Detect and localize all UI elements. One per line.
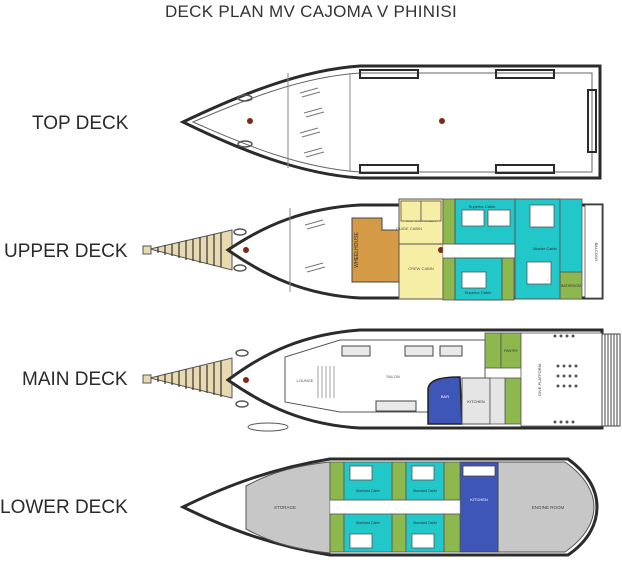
- pantry-label: PANTRY: [504, 349, 519, 353]
- crew-cabin: [398, 243, 444, 300]
- life-ring-icon: [235, 349, 249, 408]
- bathroom: [329, 461, 461, 553]
- sunbed-icon: [304, 219, 326, 273]
- mast-icon: [243, 377, 249, 383]
- balcony: [584, 204, 603, 299]
- mast-icon: [243, 247, 249, 253]
- bowsprit-icon: [149, 229, 233, 271]
- lower-deck-label: LOWER DECK: [0, 497, 128, 518]
- dive-platform-label: DIVE PLATFORM: [537, 364, 542, 396]
- main-deck-label: MAIN DECK: [22, 369, 128, 390]
- tank-rack-icon: [553, 334, 578, 424]
- top-deck: [179, 64, 602, 180]
- bar-label: BAR: [441, 394, 449, 399]
- lower-kitchen-label: KITCHEN: [470, 497, 488, 502]
- lounge-label: LOUNGE: [297, 378, 314, 383]
- bed-icon: [349, 465, 435, 549]
- engine-room: [497, 461, 595, 553]
- crew-cabin-label: CREW CABIN: [408, 266, 434, 271]
- salon-label: SALON: [386, 374, 400, 379]
- bathroom-label: BATHROOM: [561, 284, 581, 288]
- cabin-label: Standard Cabin: [356, 489, 380, 493]
- cabin-label: Standard Cabin: [413, 521, 437, 525]
- tender-boat-icon: [247, 422, 289, 432]
- life-ring-icon: [237, 94, 253, 148]
- mast-icon: [438, 247, 444, 253]
- upper-deck-label: UPPER DECK: [4, 241, 128, 262]
- bathroom: [442, 198, 456, 245]
- bar: [427, 376, 463, 425]
- dive-platform: [520, 332, 603, 427]
- kitchen-label: KITCHEN: [467, 399, 485, 404]
- storage-label: STORAGE: [274, 505, 296, 510]
- bed-icon: [461, 204, 555, 289]
- deck-plan-title: DECK PLAN MV CAJOMA V PHINISI: [164, 2, 458, 21]
- bathroom: [442, 257, 456, 301]
- sunbed-icon: [299, 87, 325, 158]
- cabin-label: Standard Cabin: [413, 489, 437, 493]
- guide-cabin-label: GUIDE CABIN: [396, 226, 422, 231]
- top-deck-hull: [179, 64, 602, 180]
- wheelhouse-label: WHEELHOUSE: [354, 232, 360, 268]
- bathroom: [501, 257, 515, 301]
- top-deck-label: TOP DECK: [32, 113, 129, 134]
- upper-deck: WHEELHOUSE CAPTAIN CABIN CREW CABIN GUID…: [142, 198, 604, 301]
- bench-icon: [359, 69, 597, 174]
- storage: [245, 461, 331, 554]
- sofa-icon: [341, 345, 463, 412]
- mast-icon: [247, 118, 253, 124]
- top-deck-rail: [191, 72, 593, 173]
- master-cabin-label: Master Cabin: [533, 246, 557, 251]
- main-deck: LOUNGE SALON BAR KITCHEN PANTRY DIVE PLA…: [142, 328, 621, 432]
- superior-cabin-bottom-label: Superior Cabin: [465, 290, 492, 295]
- bowsprit-icon: [149, 357, 233, 399]
- lower-kitchen: [459, 461, 499, 553]
- engine-room-label: ENGINE ROOM: [532, 505, 565, 510]
- lower-deck: STORAGE ENGINE ROOM KITCHEN Standard Cab…: [179, 457, 599, 557]
- kitchen: [461, 377, 491, 425]
- mast-icon: [439, 118, 445, 124]
- life-ring-icon: [233, 228, 247, 272]
- cabin-label: Standard Cabin: [356, 521, 380, 525]
- balcony-label: BALCONY: [594, 242, 599, 261]
- superior-cabin-top-label: Superior Cabin: [469, 204, 496, 209]
